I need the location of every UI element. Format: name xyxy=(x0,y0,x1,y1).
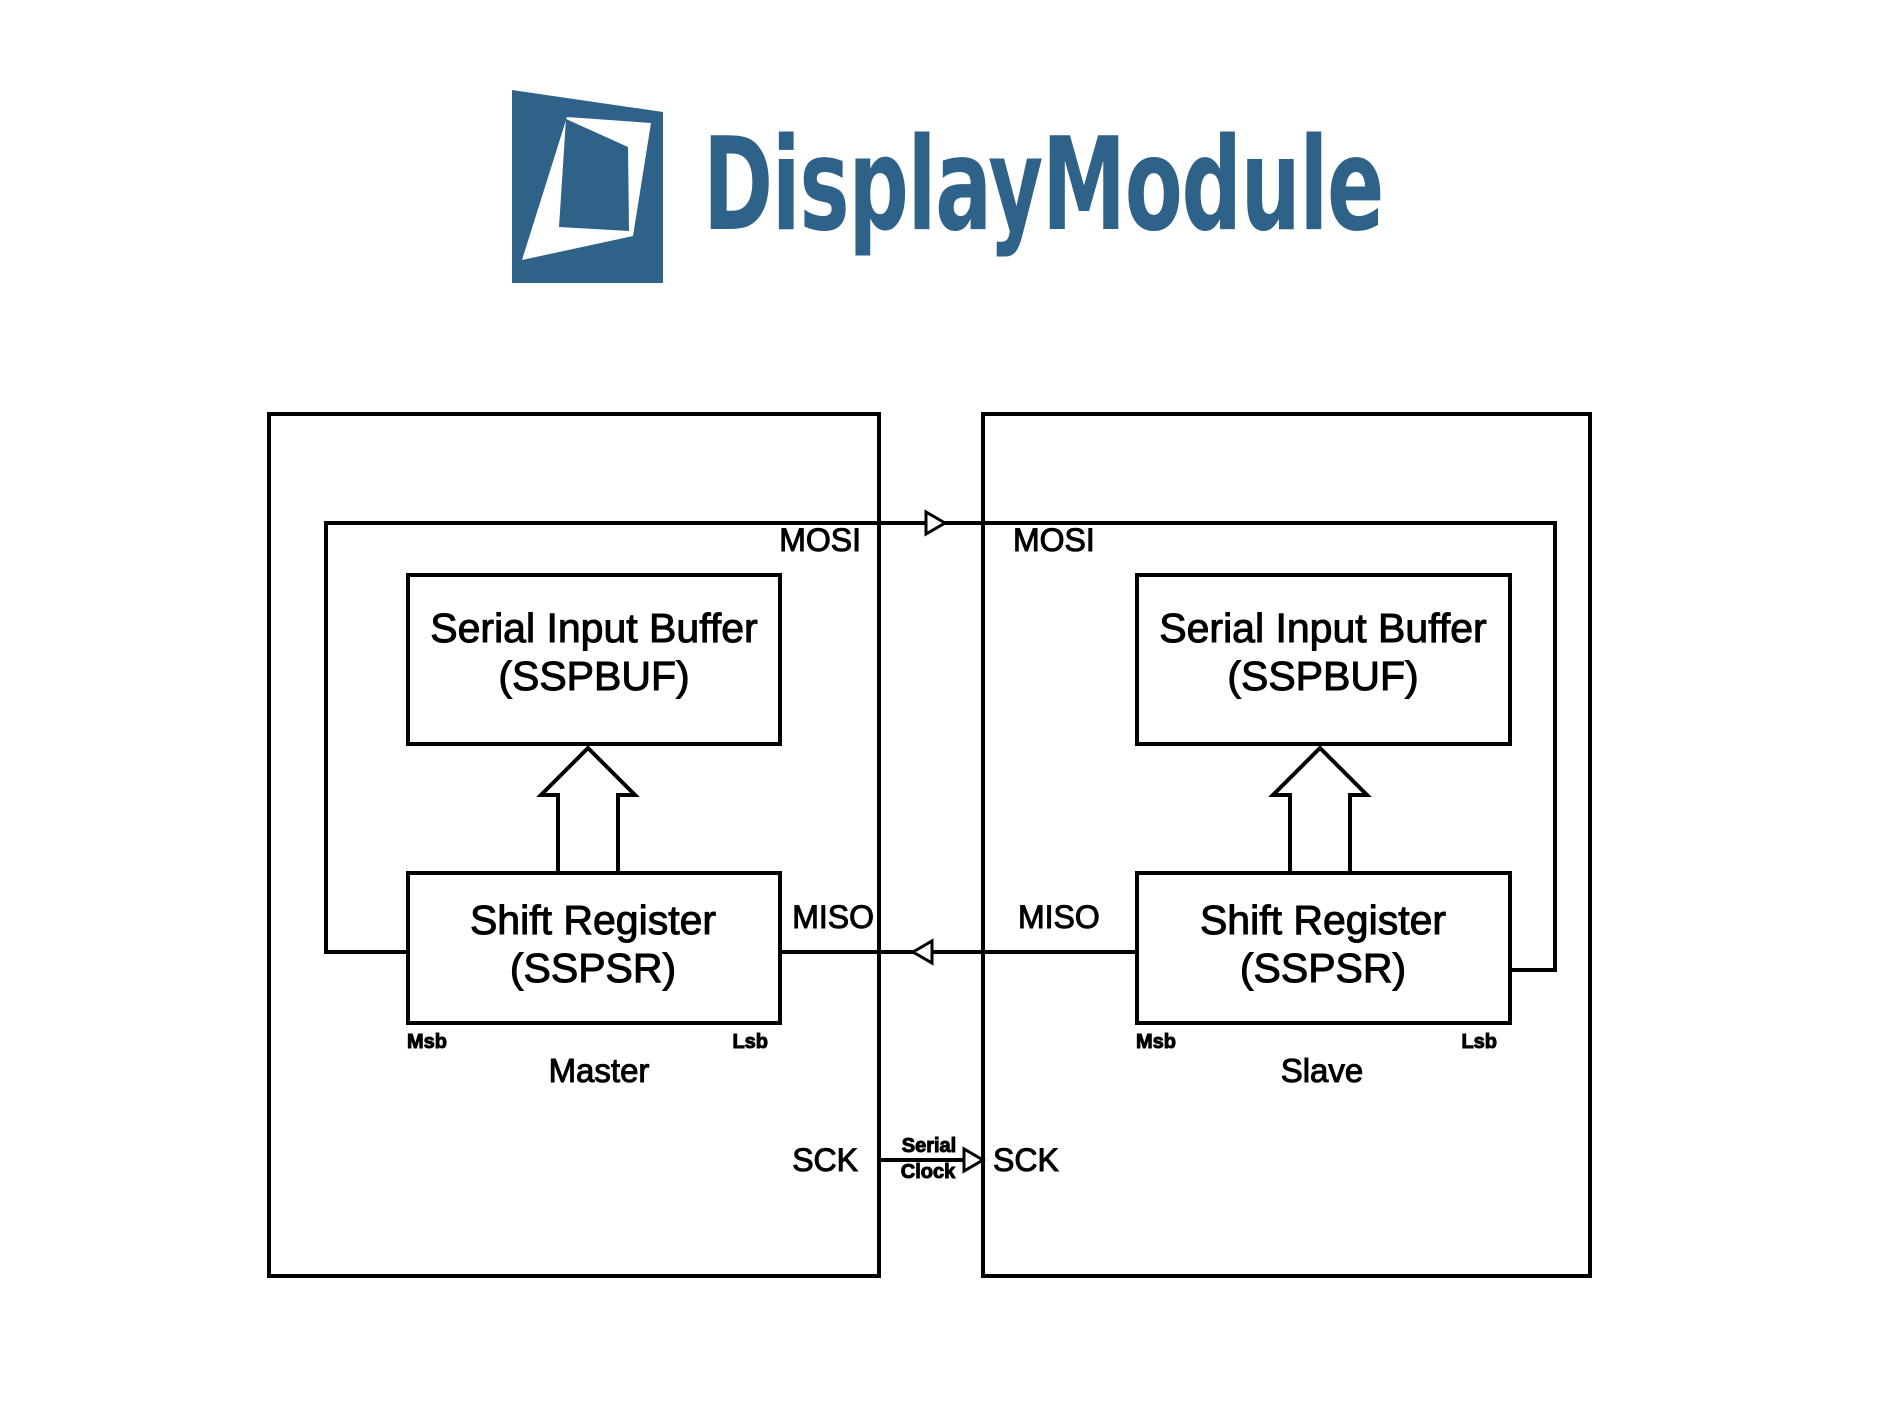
master-sspsr-label-line1: Shift Register xyxy=(470,897,716,943)
master-mosi-label: MOSI xyxy=(779,522,861,558)
master-sspsr-label-line2: (SSPSR) xyxy=(510,945,676,991)
serial-clock-label-line2: Clock xyxy=(901,1161,956,1183)
master-msb-label: Msb xyxy=(407,1031,447,1053)
miso-arrowhead-icon xyxy=(910,938,934,966)
slave-sspbuf-label-line2: (SSPBUF) xyxy=(1227,653,1418,699)
master-sspbuf-box xyxy=(406,573,782,746)
slave-title: Slave xyxy=(1281,1052,1364,1089)
slave-sspbuf-label-line1: Serial Input Buffer xyxy=(1159,605,1486,651)
logo-icon-panel xyxy=(559,119,629,231)
master-transfer-arrow-icon xyxy=(536,745,640,875)
slave-transfer-arrow-icon xyxy=(1268,745,1372,875)
master-sck-label: SCK xyxy=(792,1142,858,1178)
slave-box xyxy=(981,412,1592,1278)
master-sspbuf-label-line2: (SSPBUF) xyxy=(498,653,689,699)
slave-msb-label: Msb xyxy=(1136,1031,1176,1053)
master-sspbuf-label-line1: Serial Input Buffer xyxy=(430,605,757,651)
master-box xyxy=(267,412,881,1278)
master-lsb-label: Lsb xyxy=(732,1031,768,1053)
serial-clock-label-line1: Serial xyxy=(902,1135,956,1157)
mosi-arrowhead-icon xyxy=(924,509,948,537)
slave-sspsr-label-line2: (SSPSR) xyxy=(1240,945,1406,991)
master-miso-label: MISO xyxy=(792,899,874,935)
slave-miso-label: MISO xyxy=(1018,899,1100,935)
master-title: Master xyxy=(549,1052,650,1089)
displaymodule-logo-icon xyxy=(512,90,663,283)
sck-arrowhead-icon xyxy=(962,1146,986,1174)
spi-block-diagram: Serial Input Buffer (SSPBUF) Shift Regis… xyxy=(267,412,1592,1278)
logo-wordmark: DisplayModule xyxy=(703,111,1383,260)
slave-sspbuf-box xyxy=(1135,573,1512,746)
slave-sspsr-label-line1: Shift Register xyxy=(1200,897,1446,943)
displaymodule-logo: DisplayModule xyxy=(512,90,1385,283)
slave-mosi-label: MOSI xyxy=(1013,522,1095,558)
slave-sck-label: SCK xyxy=(993,1142,1059,1178)
slave-lsb-label: Lsb xyxy=(1461,1031,1497,1053)
